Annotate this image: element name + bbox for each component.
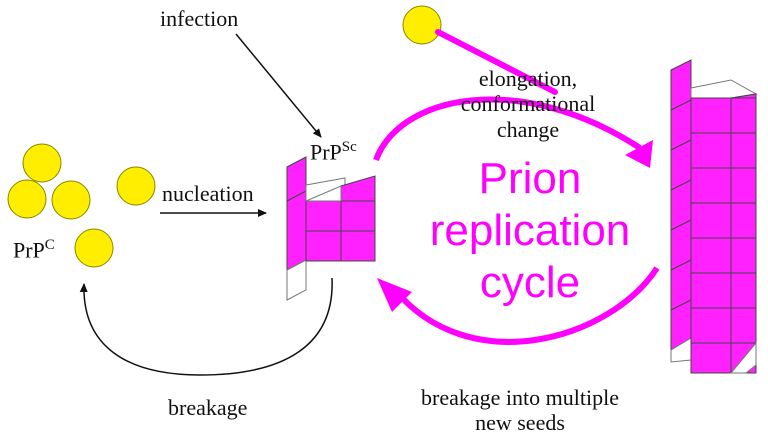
breakage-multiple-label: breakage into multiple new seeds (395, 385, 645, 436)
elongation-line-2: conformational (460, 91, 596, 117)
breakage-multiple-line-1: breakage into multiple (421, 385, 619, 410)
prpc-label-sup: C (44, 237, 55, 253)
incoming-monomer-line (435, 29, 558, 95)
infection-arrow (235, 33, 322, 138)
breakage-label: breakage (168, 395, 248, 420)
elongation-line-3: change (496, 116, 560, 142)
small-seed (286, 156, 376, 301)
cycle-top-arc (373, 96, 642, 162)
nucleation-label: nucleation (162, 181, 254, 206)
cycle-title: Prion replication cycle (420, 153, 640, 309)
monomer-circle (22, 143, 62, 183)
prpsc-label-sup: Sc (341, 139, 357, 155)
infection-label: infection (160, 6, 239, 31)
elongation-line-1: elongation, (478, 66, 578, 91)
monomer-circle (116, 166, 156, 206)
prpsc-label-base: PrP (310, 139, 342, 165)
monomer-circle (74, 228, 114, 268)
fibril (670, 59, 758, 374)
cycle-bottom-arrowhead (377, 278, 412, 312)
elongation-label: elongation, conformational change (438, 66, 618, 142)
breakage-arc (79, 277, 333, 376)
prpc-label: PrPC (13, 238, 55, 261)
cycle-title-line-1: Prion (478, 154, 582, 203)
monomer-circle (51, 180, 91, 220)
monomer-circle (7, 179, 47, 219)
cycle-bottom-arc (392, 266, 660, 345)
breakage-multiple-line-2: new seeds (475, 410, 565, 436)
monomer-circle (402, 5, 442, 45)
prpc-label-base: PrP (13, 237, 45, 263)
cycle-title-line-3: cycle (479, 257, 581, 307)
cycle-top-arrowhead (625, 140, 653, 168)
prpsc-label: PrPSc (310, 140, 357, 163)
cycle-title-line-2: replication (429, 205, 631, 255)
